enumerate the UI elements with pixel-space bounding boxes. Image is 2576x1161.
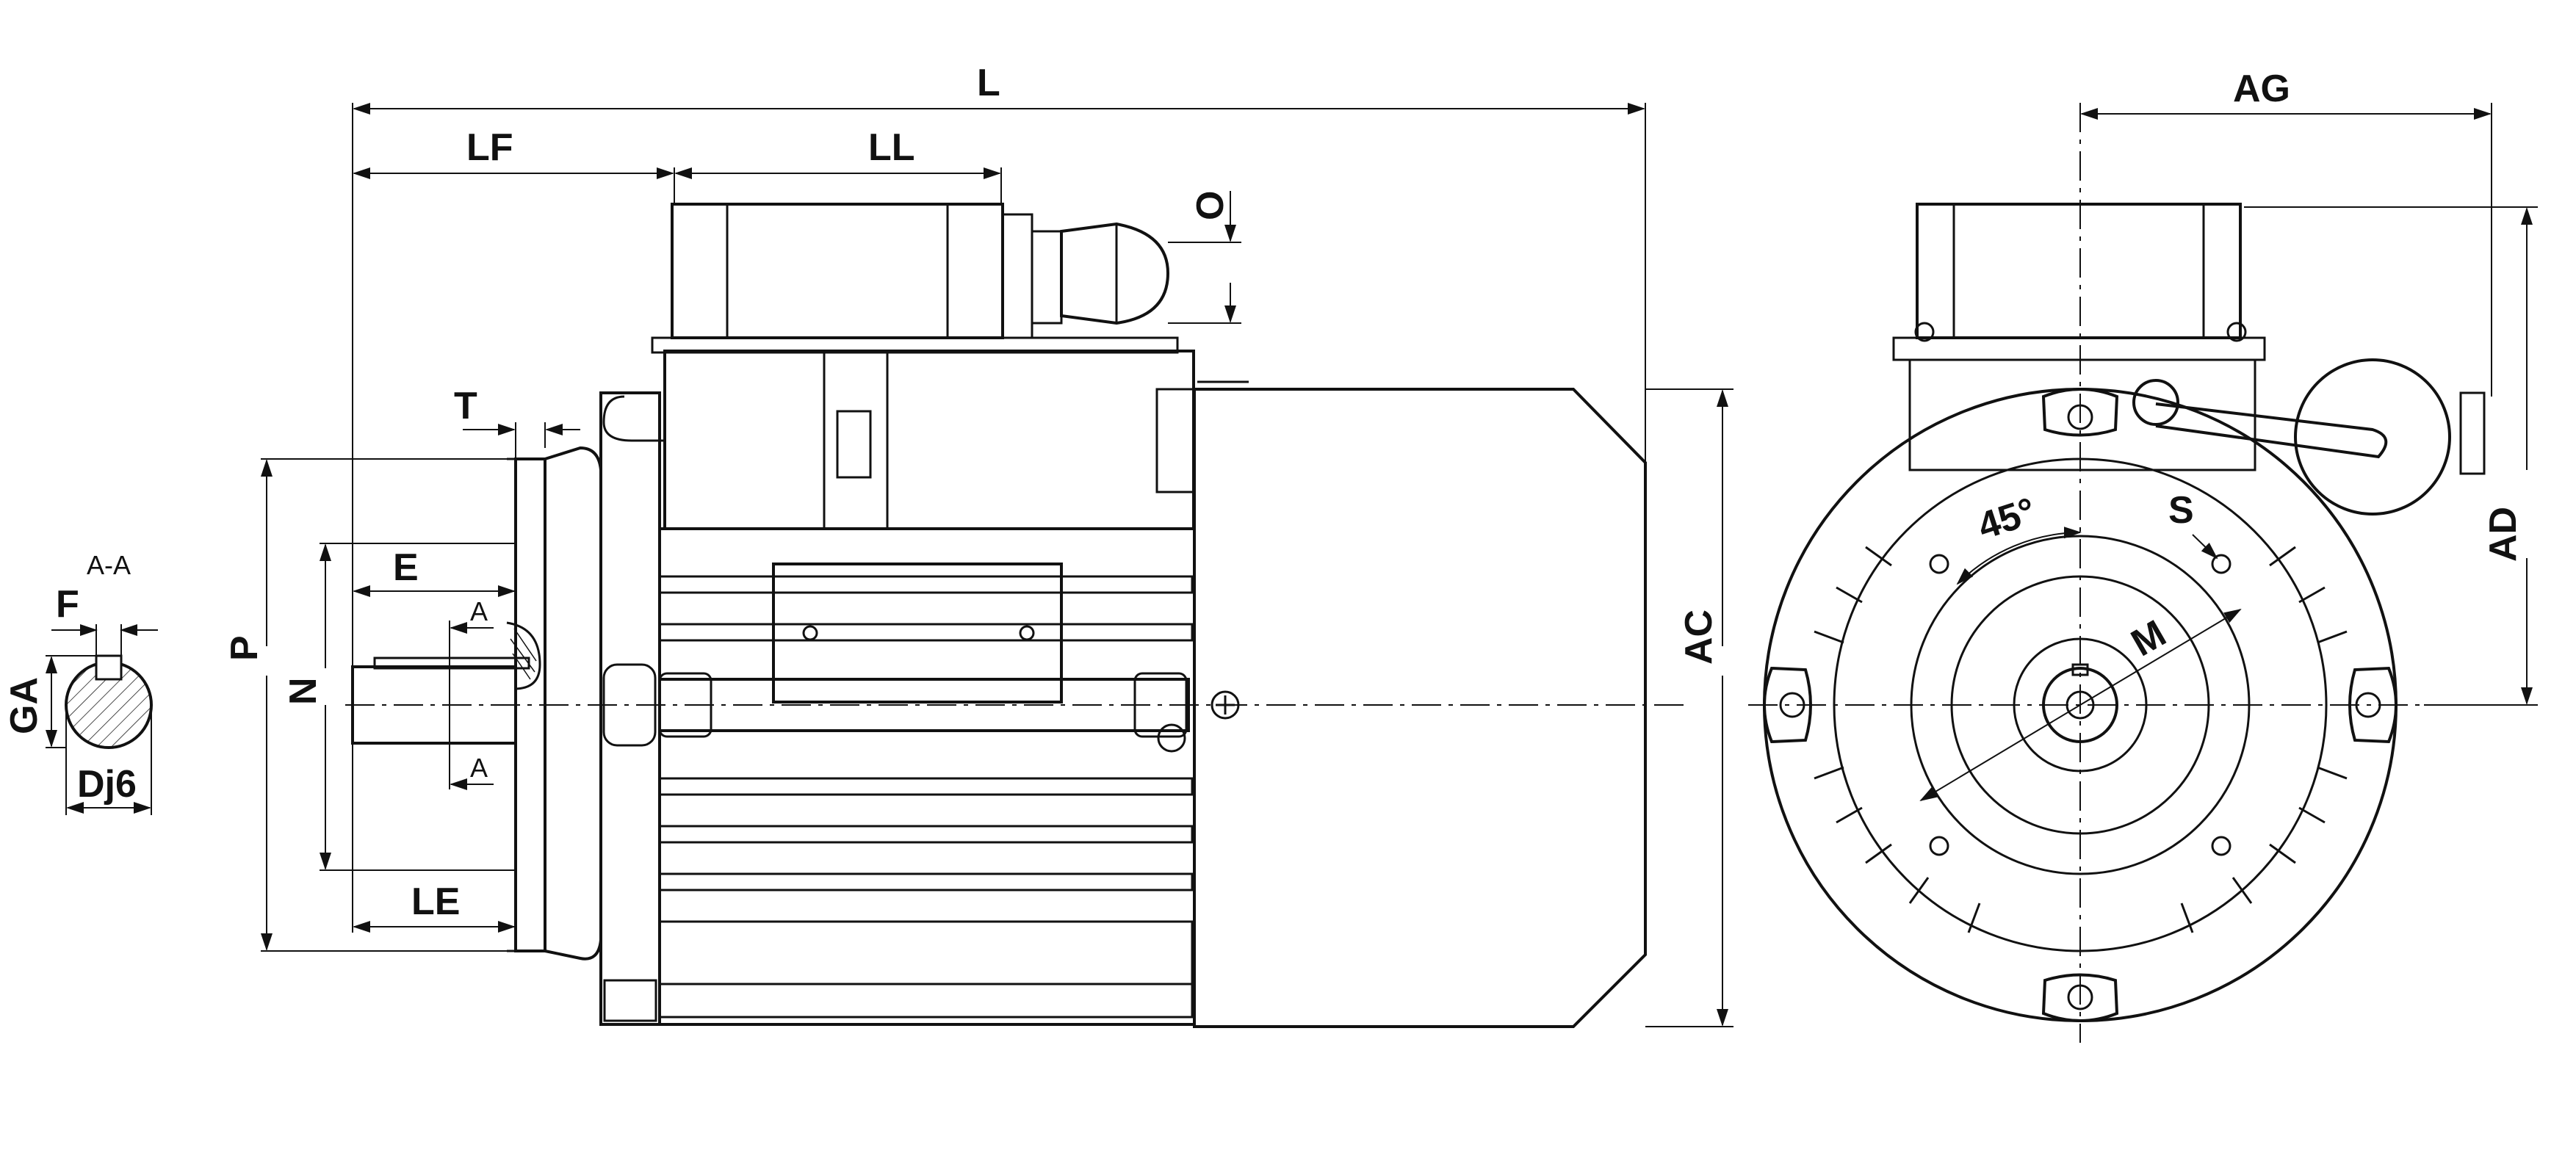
section-mark-A-top: A <box>470 596 488 626</box>
angle-arc <box>1956 527 2082 585</box>
lever-stop <box>2459 391 2486 475</box>
shaft-section: A-A F GA Dj6 <box>3 550 158 815</box>
brake-housing <box>663 350 1195 530</box>
end-fins <box>1814 546 2348 933</box>
flange-body <box>544 446 602 961</box>
tie-rod-head-right <box>1133 672 1188 738</box>
dim-label-GA: GA <box>3 677 46 734</box>
dim-label-AG: AG <box>2233 68 2290 110</box>
dim-label-LE: LE <box>411 880 460 923</box>
end-view: M 45° S AG AD <box>1748 68 2538 1043</box>
tie-rod-head-left <box>658 672 712 738</box>
end-shield <box>599 391 661 1026</box>
cable-gland-nut <box>1060 222 1170 325</box>
tie-rod-nut <box>1157 723 1186 753</box>
dim-label-T: T <box>454 385 477 427</box>
brake-side-plate <box>1155 388 1195 493</box>
stator-frame <box>658 527 1196 1026</box>
shaft-boss-circle <box>2013 637 2148 773</box>
end-shaft <box>2042 667 2118 743</box>
dim-label-E: E <box>393 546 419 589</box>
brake-lever <box>823 350 889 530</box>
fan-cover-screw <box>1211 690 1240 720</box>
eyebolt-cable <box>602 395 665 442</box>
fan-cover <box>1193 388 1647 1028</box>
dim-label-M: M <box>2124 612 2173 665</box>
brake-lever-knob <box>836 410 872 479</box>
dim-label-F: F <box>56 583 79 626</box>
cable-gland-neck <box>1031 230 1063 325</box>
section-title: A-A <box>87 550 131 580</box>
end-terminal-box <box>1916 203 2242 339</box>
dim-label-S: S <box>2168 489 2194 532</box>
mounting-lugs <box>1763 388 2398 1022</box>
key-section <box>95 654 123 681</box>
cooling-fins <box>658 575 1194 1019</box>
key-end <box>506 621 541 690</box>
flange-bolt-holes <box>1929 554 2232 856</box>
terminal-box <box>671 203 1004 339</box>
dim-label-AC: AC <box>1678 610 1720 665</box>
brake-release-lever <box>2155 402 2388 459</box>
side-view: L LF LL O T P N <box>223 62 1733 1028</box>
brake-release-knob <box>2294 358 2451 516</box>
dim-label-N: N <box>282 677 325 705</box>
dim-label-O: O <box>1189 191 1232 220</box>
dim-label-AD: AD <box>2482 507 2525 562</box>
bottom-bolt-head <box>603 979 657 1022</box>
dim-label-P: P <box>223 635 266 661</box>
cable-gland-body <box>1001 213 1033 339</box>
flange-circle <box>1833 457 2328 952</box>
dim-label-L: L <box>977 62 1000 104</box>
end-terminal-base <box>1892 336 2266 361</box>
nameplate <box>772 563 1063 704</box>
shaft-center-hole <box>2066 690 2095 720</box>
dim-label-LF: LF <box>466 126 513 169</box>
section-mark-A-bottom: A <box>470 753 488 783</box>
dim-label-LL: LL <box>868 126 915 169</box>
flange <box>514 457 546 952</box>
dim-label-D: Dj6 <box>77 763 137 806</box>
lever-pivot <box>2132 379 2179 426</box>
end-shield-boss <box>602 663 657 747</box>
